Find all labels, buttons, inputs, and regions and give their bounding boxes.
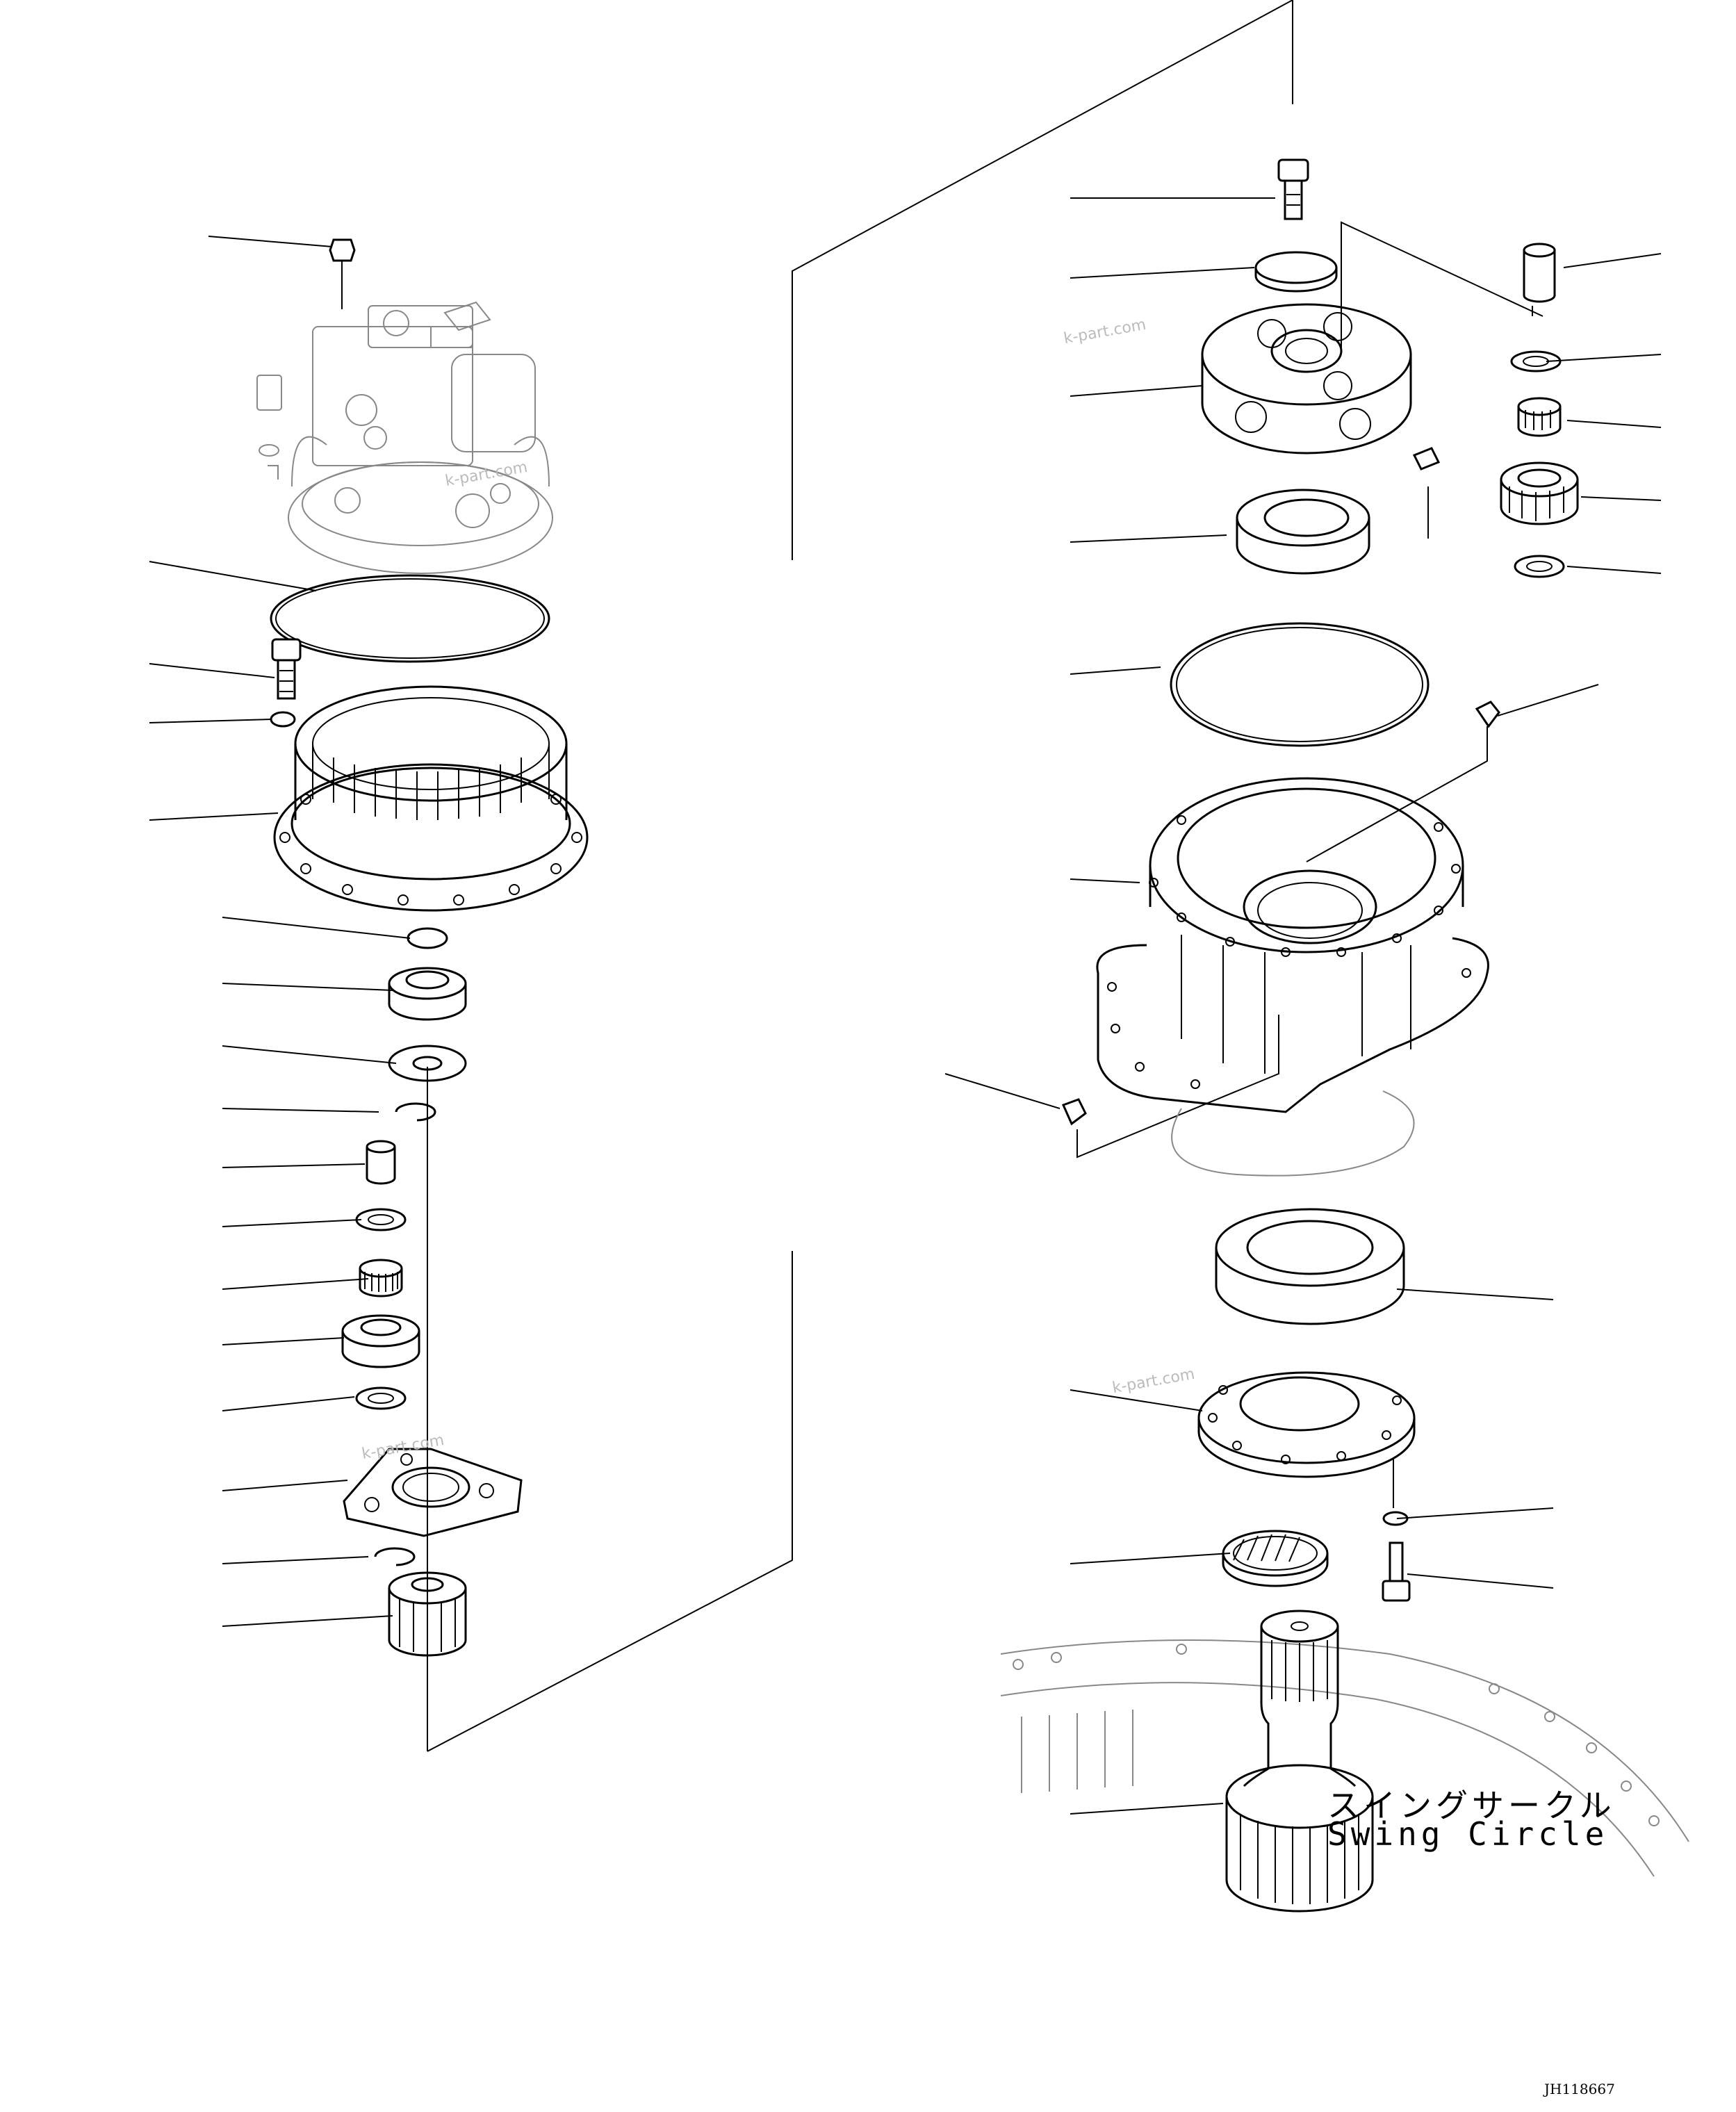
pin <box>366 1140 396 1185</box>
o-ring-large <box>270 574 550 663</box>
planet-carrier <box>1201 303 1412 455</box>
sun-gear <box>388 1571 467 1657</box>
o-ring-small <box>407 927 448 949</box>
plug-lower <box>1061 1098 1087 1126</box>
assembly-frame-lines <box>427 0 1293 1752</box>
washer-small <box>270 711 296 728</box>
swing-circle-label-jp: スイングサークル <box>1327 1787 1616 1824</box>
swing-pinion-shaft <box>1225 1610 1374 1913</box>
mounting-bolt <box>271 638 302 700</box>
needle-bearing <box>359 1259 403 1298</box>
ring-gear-housing <box>273 685 589 912</box>
left-callout-leaders <box>149 236 411 1627</box>
planet-gear-pin <box>1523 243 1556 303</box>
plug-upper <box>1475 701 1500 728</box>
retainer-washer <box>1382 1511 1409 1526</box>
washer-lower <box>355 1386 407 1410</box>
swing-machinery-housing <box>1096 777 1489 1177</box>
planet-needle-bearing <box>1517 397 1562 437</box>
snap-ring-upper <box>395 1102 436 1122</box>
carrier-bearing <box>1236 489 1370 575</box>
swing-motor-assembly <box>256 301 553 574</box>
oil-seal <box>1222 1530 1329 1587</box>
cover-plate <box>1254 251 1338 293</box>
bearing-retainer <box>1197 1371 1416 1478</box>
housing-o-ring <box>1170 622 1430 747</box>
right-assembly-lines <box>1076 221 1543 1508</box>
planet-washer-lower <box>1514 555 1565 578</box>
planet-carrier-plate <box>343 1448 523 1537</box>
pinion-bearing <box>1215 1208 1405 1325</box>
swing-circle-label-en: Swing Circle <box>1327 1815 1609 1853</box>
cover-bolt <box>1277 158 1309 220</box>
right-callout-leaders <box>944 197 1662 1815</box>
bearing-upper <box>388 967 467 1021</box>
bearing-lower <box>341 1314 420 1368</box>
swing-circle-ring <box>1000 1639 1689 1877</box>
snap-ring-lower <box>374 1547 416 1566</box>
planet-gear <box>1500 461 1579 525</box>
plug-bolt <box>329 238 356 309</box>
washer-mid <box>355 1208 407 1231</box>
retainer-bolt <box>1382 1541 1411 1602</box>
carrier-pin <box>1412 447 1441 470</box>
drawing-number: JH118667 <box>1544 2081 1615 2097</box>
thrust-washer <box>388 1045 467 1082</box>
planet-washer-upper <box>1510 350 1562 373</box>
